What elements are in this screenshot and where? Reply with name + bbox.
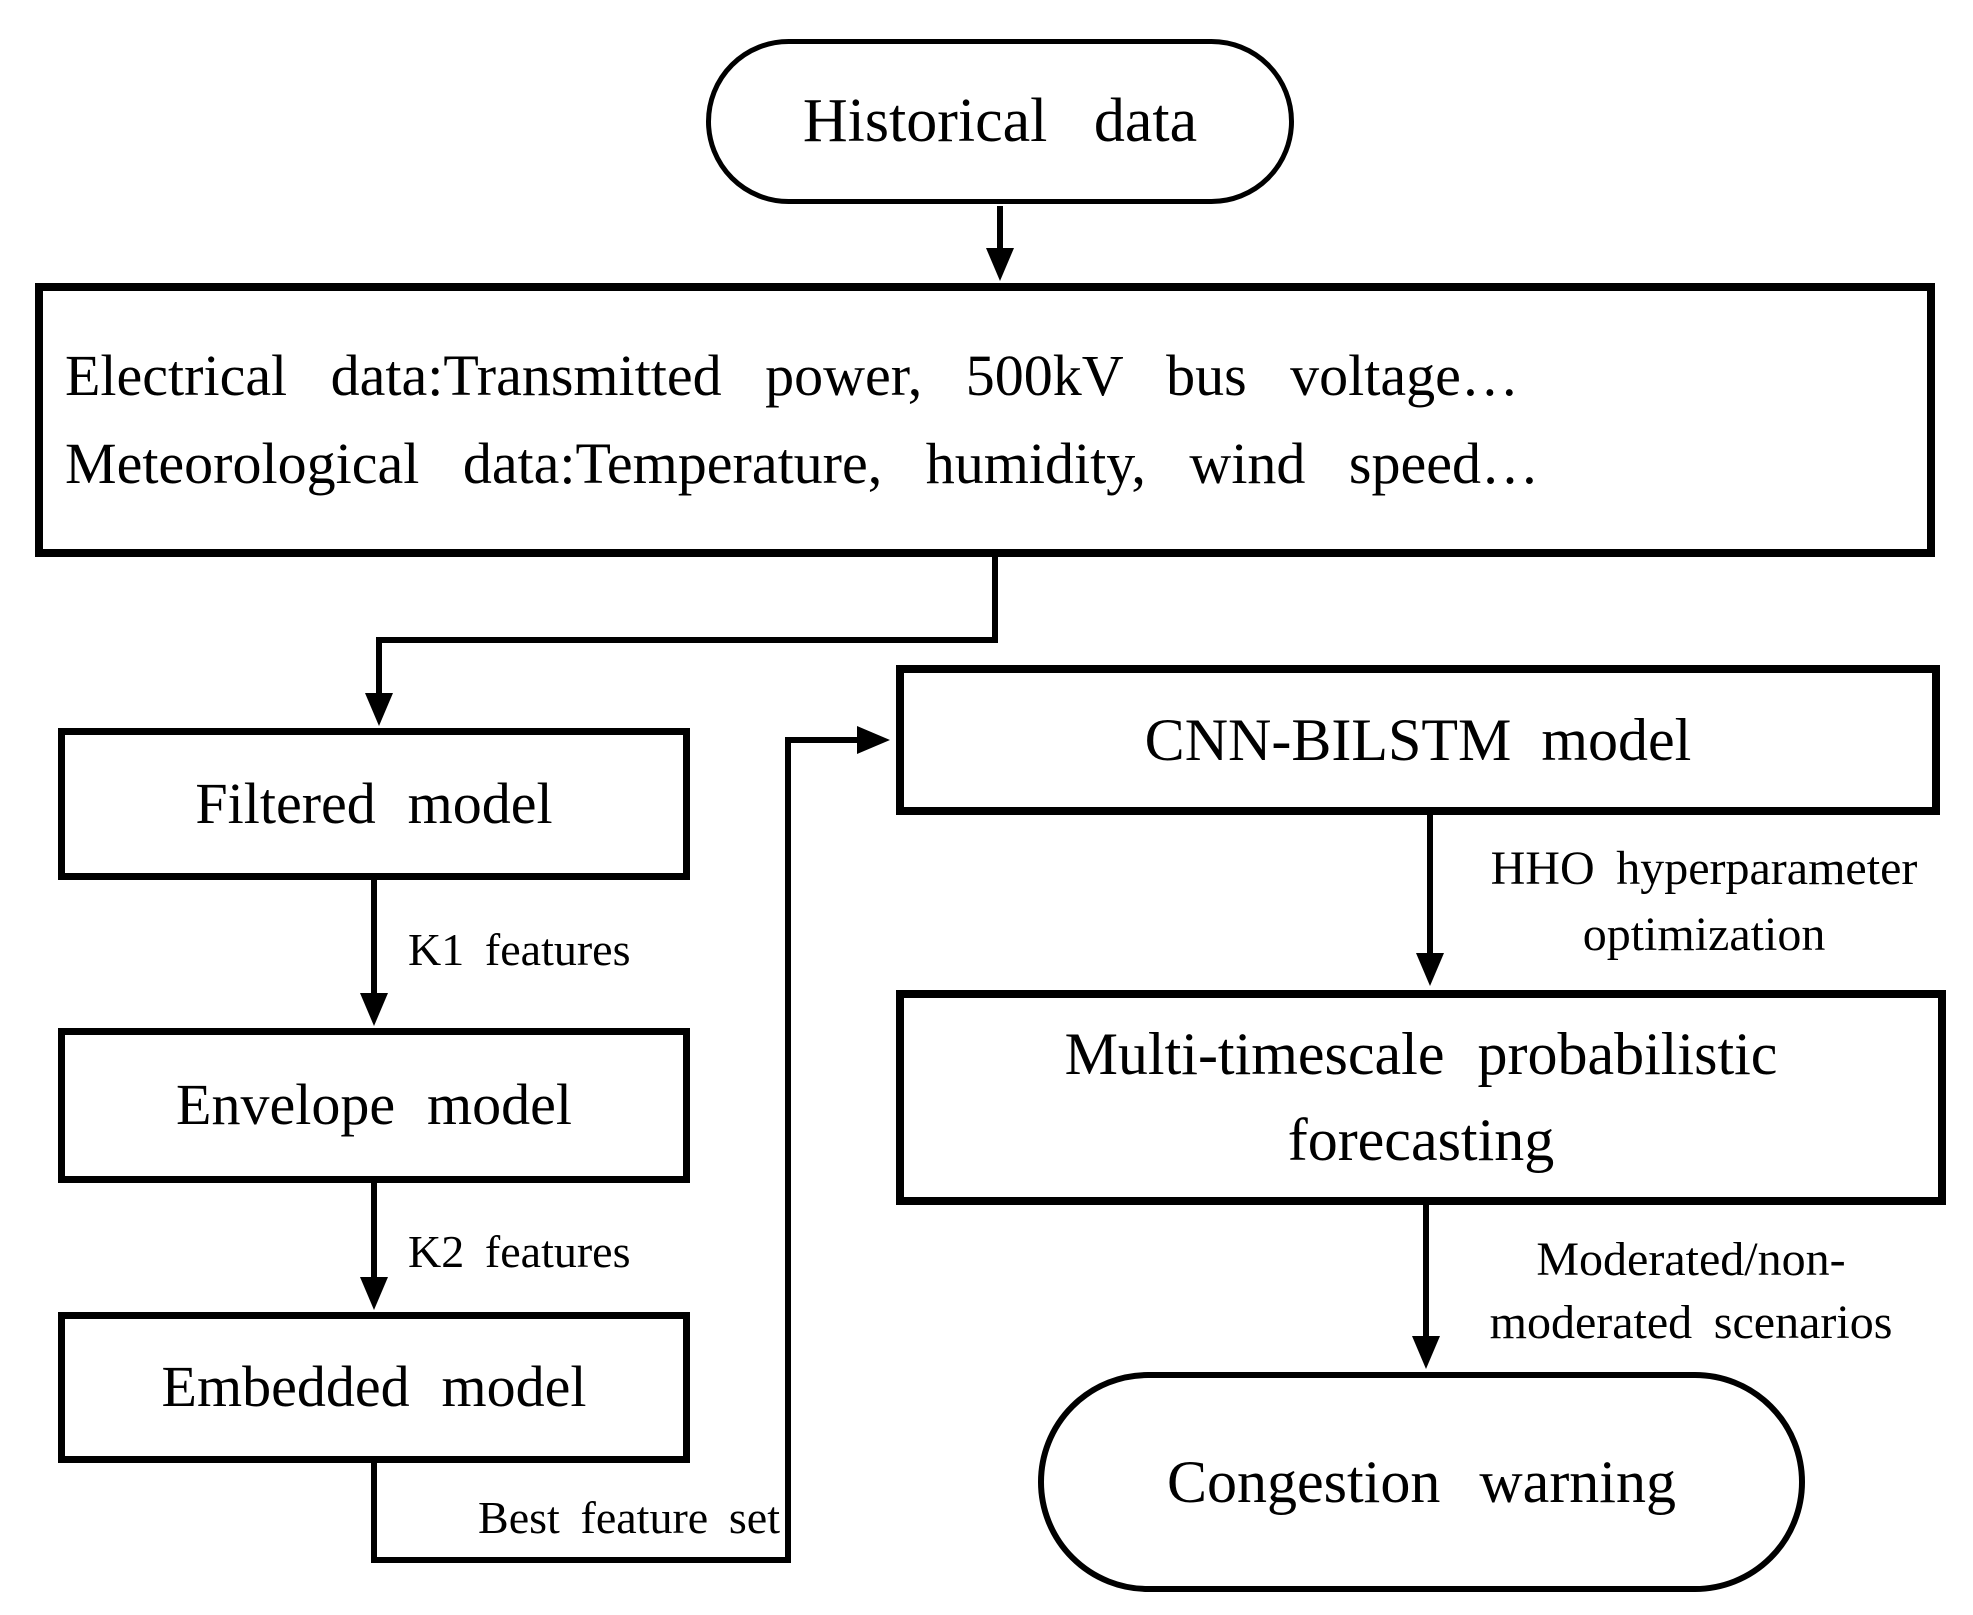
arrowhead-databox-to-filtered [365,693,393,726]
embedded-model-label: Embedded model [161,1354,587,1420]
edge-label-moderated-scenarios: Moderated/non- moderated scenarios [1438,1228,1944,1355]
edge-label-best-feature-set: Best feature set [478,1492,780,1543]
electrical-data-line: Electrical data:Transmitted power, 500kV… [65,342,1519,408]
moderated-label-line2: moderated scenarios [1489,1296,1893,1350]
arrowhead-historical-to-databox [986,248,1014,281]
edge-label-k1-features: K1 features [408,924,631,975]
multi-timescale-line2: forecasting [1287,1106,1555,1173]
meteorological-data-line: Meteorological data:Temperature, humidit… [65,431,1539,496]
hho-label-line1: HHO hyperparameter [1490,842,1918,895]
hho-label-line2: optimization [1582,908,1826,962]
arrowhead-multi-to-congestion [1412,1336,1440,1369]
arrowhead-envelope-to-embedded [360,1277,388,1310]
node-cnn-bilstm-model: CNN-BILSTM model [896,665,1940,815]
arrowhead-embedded-to-cnn [857,726,890,754]
node-historical-data: Historical data [706,39,1294,204]
congestion-warning-label: Congestion warning [1167,1448,1676,1515]
node-embedded-model: Embedded model [58,1312,690,1463]
historical-data-label: Historical data [802,86,1198,155]
edge-label-k2-features: K2 features [408,1226,631,1277]
node-filtered-model: Filtered model [58,728,690,880]
node-input-data-box: Electrical data:Transmitted power, 500kV… [35,283,1935,557]
multi-timescale-line1: Multi-timescale probabilistic [1064,1021,1778,1088]
filtered-model-label: Filtered model [195,770,553,836]
arrowhead-filtered-to-envelope [360,993,388,1026]
envelope-model-label: Envelope model [176,1072,572,1138]
arrowhead-cnn-to-multi [1416,953,1444,986]
node-envelope-model: Envelope model [58,1028,690,1183]
cnn-bilstm-label: CNN-BILSTM model [1144,706,1692,773]
node-multi-timescale-forecasting: Multi-timescale probabilistic forecastin… [896,990,1946,1205]
node-congestion-warning: Congestion warning [1038,1372,1805,1592]
edge-label-hho-optimization: HHO hyperparameter optimization [1442,836,1966,968]
moderated-label-line1: Moderated/non- [1536,1233,1846,1286]
